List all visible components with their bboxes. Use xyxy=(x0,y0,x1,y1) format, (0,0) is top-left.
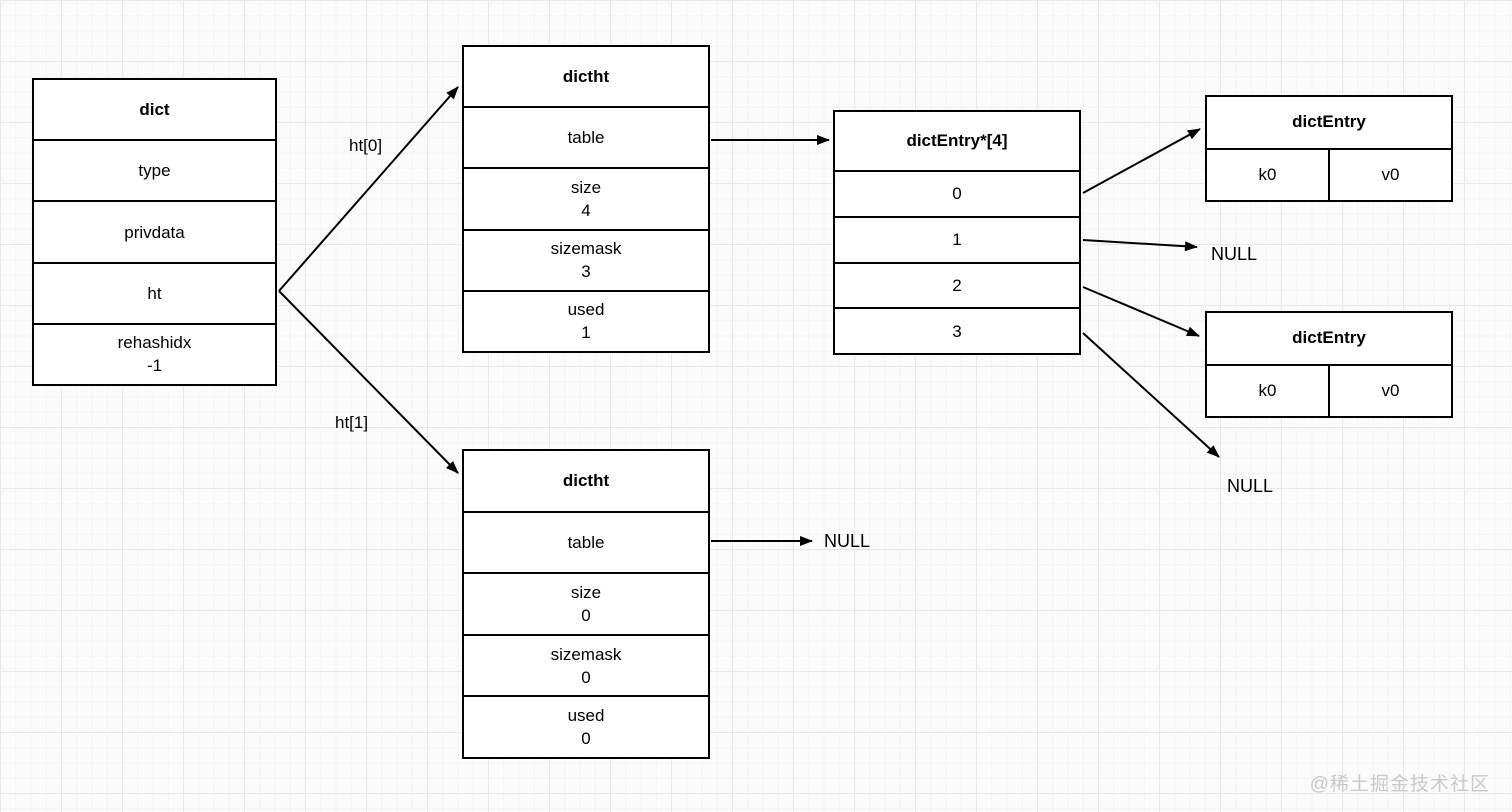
dictentry-top-title: dictEntry xyxy=(1292,112,1366,132)
row-value: 0 xyxy=(581,667,591,687)
row-value: 1 xyxy=(581,323,591,343)
row-value: 0 xyxy=(581,605,591,625)
row-label: rehashidx xyxy=(117,333,192,353)
row-label: used xyxy=(567,706,605,726)
row-label: 0 xyxy=(952,184,962,204)
dictht0-struct: dictht table size 4 sizemask 3 used 1 xyxy=(462,45,710,353)
dictht1-struct: dictht table size 0 sizemask 0 used 0 xyxy=(462,449,710,759)
dictht1-row-size: size 0 xyxy=(464,572,708,634)
row-label: sizemask xyxy=(550,239,622,259)
null-label-slot3: NULL xyxy=(1227,476,1274,496)
row-label: size xyxy=(570,582,602,602)
arrow-slot0-to-entry xyxy=(1082,128,1201,194)
value-cell: v0 xyxy=(1328,365,1451,416)
arrow-slot3-to-null xyxy=(1082,332,1220,458)
row-label: size xyxy=(570,178,602,197)
dict-row-ht: ht xyxy=(34,261,275,323)
row-label: 2 xyxy=(952,275,962,295)
arrow-slot1-to-null xyxy=(1082,239,1198,252)
null-label-slot1: NULL xyxy=(1211,244,1258,264)
dictht0-title: dictht xyxy=(562,66,610,86)
dictentry-bottom-title: dictEntry xyxy=(1292,328,1366,348)
dictentry-top-cells: k0 v0 xyxy=(1207,147,1451,200)
array-slot-1: 1 xyxy=(835,215,1079,262)
dictentry-array-struct: dictEntry*[4] 0 1 2 3 xyxy=(833,110,1081,355)
row-value: 0 xyxy=(581,729,591,749)
dict-title: dict xyxy=(139,99,170,119)
row-label: used xyxy=(567,300,605,320)
dictht1-row-used: used 0 xyxy=(464,695,708,757)
dictht0-row-size: size 4 xyxy=(464,167,708,228)
dictht1-row-sizemask: sizemask 0 xyxy=(464,633,708,696)
dictentry-array-title: dictEntry*[4] xyxy=(906,131,1008,150)
row-label: 3 xyxy=(952,321,962,341)
key-cell: k0 xyxy=(1258,164,1277,184)
row-label: type xyxy=(138,161,171,181)
dictentry-top-struct: dictEntry k0 v0 xyxy=(1205,95,1453,202)
arrow-ht0 xyxy=(278,86,459,292)
array-slot-0: 0 xyxy=(835,170,1079,216)
arrow-slot2-to-entry xyxy=(1082,286,1200,337)
row-label: table xyxy=(567,128,605,148)
dictht1-title: dictht xyxy=(562,470,610,490)
dictht0-row-sizemask: sizemask 3 xyxy=(464,228,708,290)
dictht0-row-used: used 1 xyxy=(464,289,708,351)
dictht1-row-table: table xyxy=(464,510,708,573)
array-slot-2: 2 xyxy=(835,261,1079,308)
edge-label-ht0: ht[0] xyxy=(349,136,383,155)
key-cell: k0 xyxy=(1258,380,1277,400)
null-label-table1: NULL xyxy=(824,531,871,551)
dictentry-bottom-struct: dictEntry k0 v0 xyxy=(1205,311,1453,418)
row-label: table xyxy=(567,532,605,552)
row-value: 3 xyxy=(581,262,591,282)
row-value: -1 xyxy=(146,356,163,376)
edge-label-ht1: ht[1] xyxy=(335,413,369,432)
array-slot-3: 3 xyxy=(835,307,1079,353)
arrow-ht1 xyxy=(278,290,459,474)
dictentry-bottom-cells: k0 v0 xyxy=(1207,363,1451,416)
dict-row-privdata: privdata xyxy=(34,200,275,261)
dict-struct: dict type privdata ht rehashidx -1 xyxy=(32,78,277,386)
dict-row-type: type xyxy=(34,139,275,200)
row-value: 4 xyxy=(581,201,591,220)
dictht0-row-table: table xyxy=(464,106,708,167)
watermark: @稀土掘金技术社区 xyxy=(1309,774,1490,795)
row-label: ht xyxy=(147,283,162,303)
row-label: 1 xyxy=(952,230,962,250)
dict-row-rehashidx: rehashidx -1 xyxy=(34,322,275,384)
row-label: sizemask xyxy=(550,644,622,664)
value-cell: v0 xyxy=(1328,149,1451,200)
row-label: privdata xyxy=(124,222,185,242)
